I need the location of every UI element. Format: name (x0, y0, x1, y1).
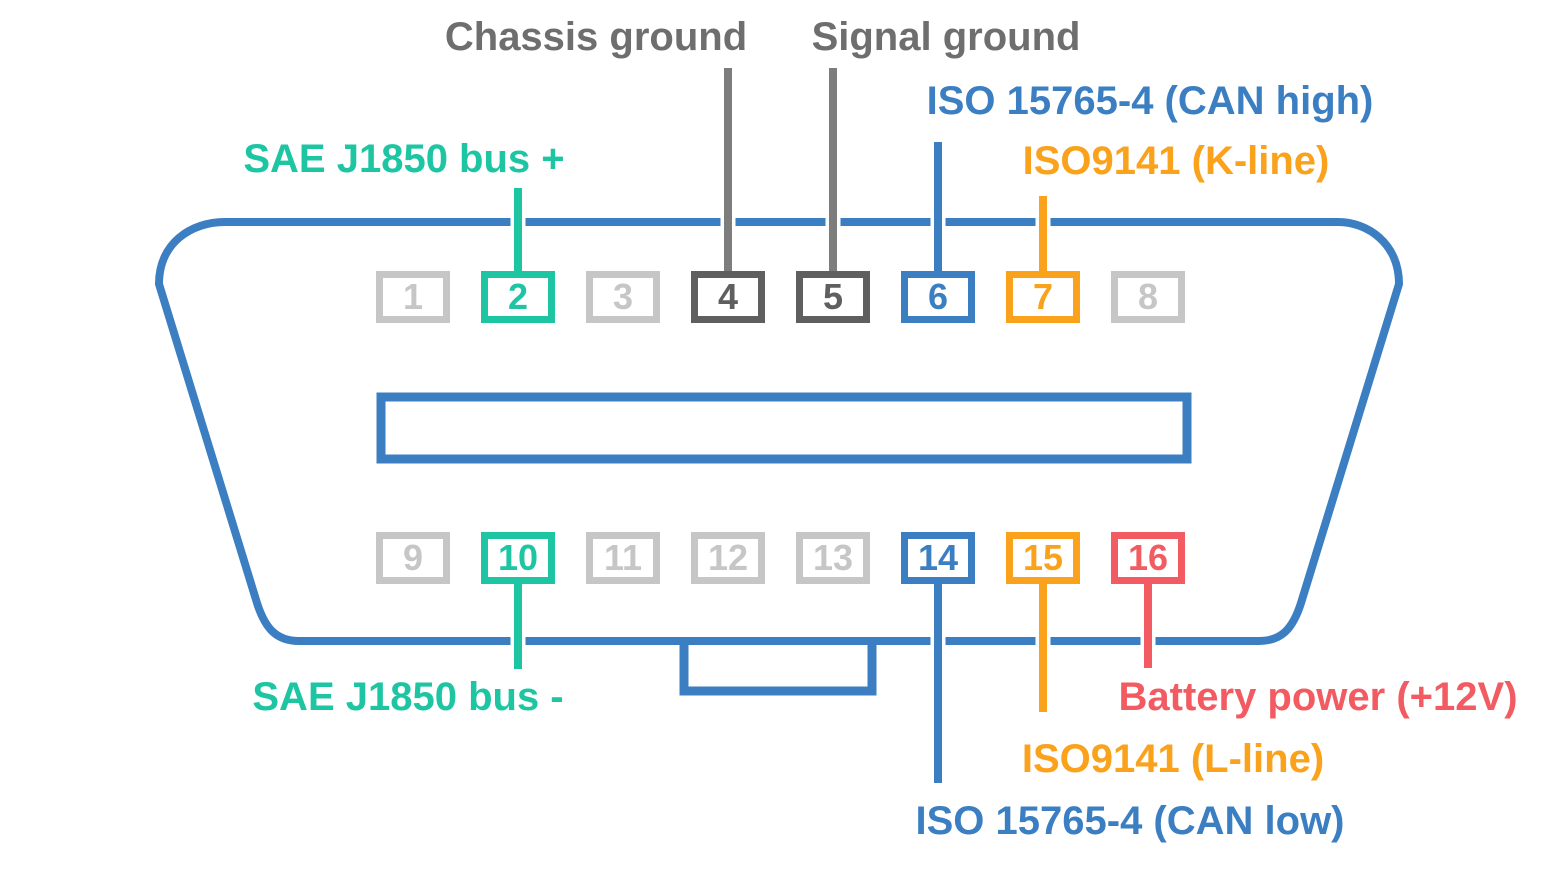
label-battery-power: Battery power (+12V) (1118, 675, 1518, 719)
label-j1850-minus: SAE J1850 bus - (252, 675, 564, 719)
pin-box-2: 2 (481, 271, 555, 323)
pin-box-13: 13 (796, 532, 870, 584)
pin-box-1: 1 (376, 271, 450, 323)
pin-box-16: 16 (1111, 532, 1185, 584)
pin-box-7: 7 (1006, 271, 1080, 323)
pin-box-5: 5 (796, 271, 870, 323)
pin-box-11: 11 (586, 532, 660, 584)
pin-box-9: 9 (376, 532, 450, 584)
pin-box-4: 4 (691, 271, 765, 323)
label-chassis-ground: Chassis ground (444, 15, 748, 59)
pin-box-15: 15 (1006, 532, 1080, 584)
pin-box-8: 8 (1111, 271, 1185, 323)
bottom-notch (679, 641, 877, 696)
pin-box-14: 14 (901, 532, 975, 584)
label-k-line: ISO9141 (K-line) (1022, 139, 1330, 183)
pin-box-3: 3 (586, 271, 660, 323)
leader-lines (510, 64, 1156, 787)
center-slot (376, 392, 1192, 464)
label-can-low: ISO 15765-4 (CAN low) (915, 799, 1345, 843)
pin-box-6: 6 (901, 271, 975, 323)
label-can-high: ISO 15765-4 (CAN high) (926, 79, 1374, 123)
label-signal-ground: Signal ground (811, 15, 1081, 59)
label-j1850-plus: SAE J1850 bus + (243, 137, 565, 181)
label-l-line: ISO9141 (L-line) (1021, 737, 1325, 781)
pin-box-10: 10 (481, 532, 555, 584)
pin-box-12: 12 (691, 532, 765, 584)
connector-outline (154, 218, 1404, 645)
